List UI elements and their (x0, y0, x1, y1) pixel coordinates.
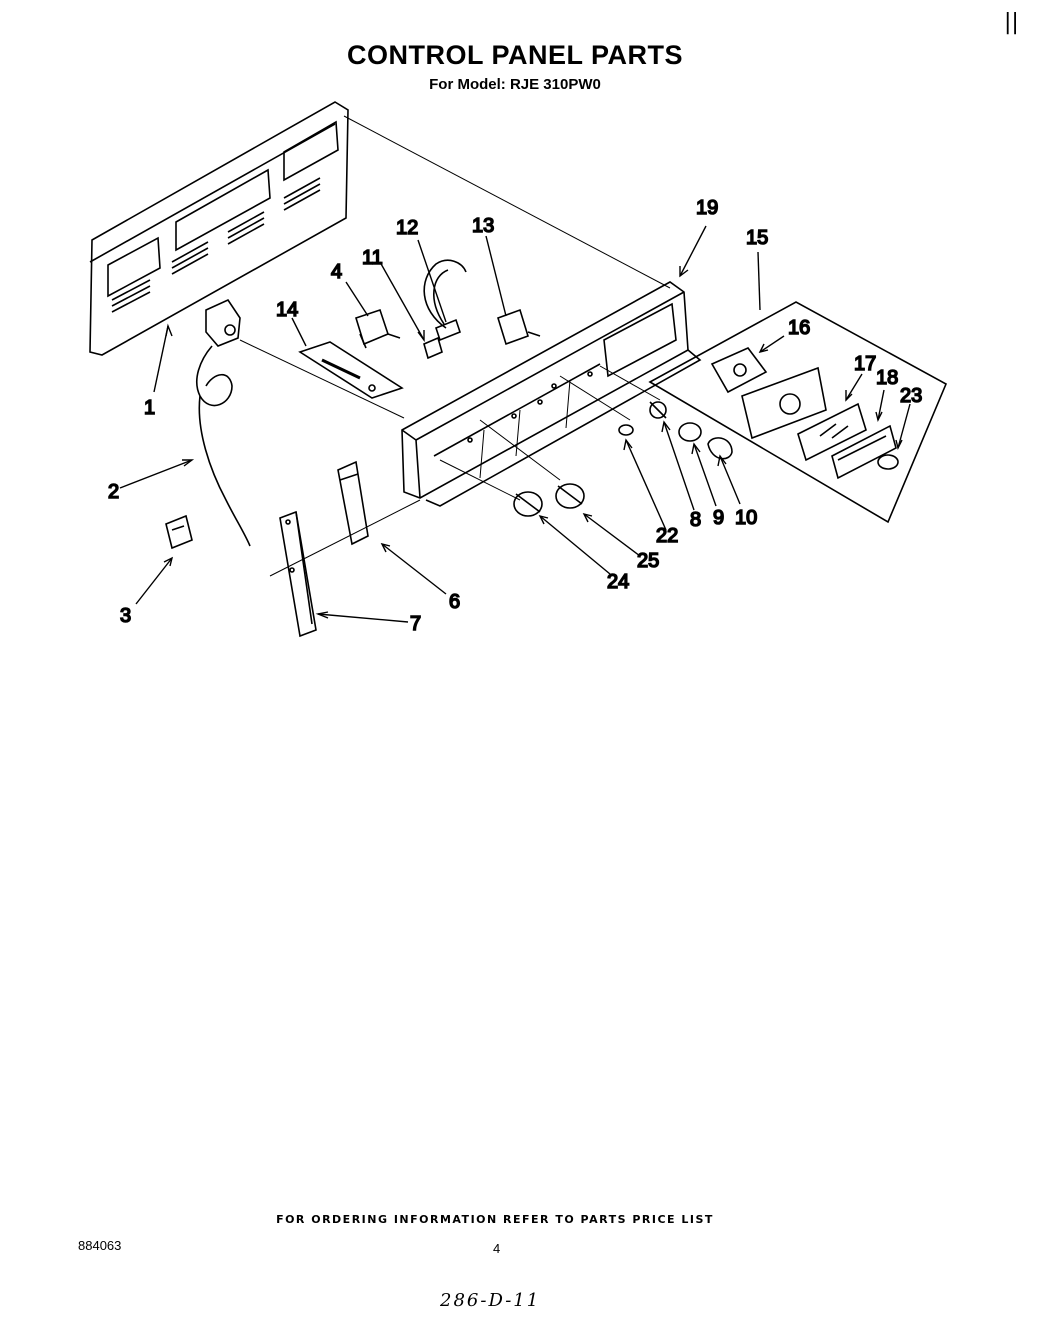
document-number: 884063 (78, 1238, 122, 1253)
callout-4: 4 (331, 261, 342, 283)
ordering-note: FOR ORDERING INFORMATION REFER TO PARTS … (276, 1213, 714, 1226)
callout-2: 2 (108, 481, 119, 503)
knob-25 (555, 483, 585, 509)
callout-6: 6 (449, 591, 460, 613)
rotary-switch (497, 308, 541, 346)
callout-3: 3 (120, 605, 131, 627)
handwritten-code: 286-D-11 (440, 1290, 541, 1311)
callout-25: 25 (637, 550, 659, 572)
assembly-outline (648, 301, 948, 524)
lamp-socket (710, 347, 768, 394)
rear-panel (89, 101, 349, 356)
switch-part (355, 308, 401, 349)
callout-8: 8 (690, 509, 701, 531)
page-number: 4 (493, 1241, 501, 1256)
callout-18: 18 (876, 367, 898, 389)
thermostat-capillary (196, 298, 251, 547)
lens-frame (741, 366, 827, 440)
knob-insert (678, 422, 702, 442)
callout-24: 24 (607, 571, 629, 593)
callout-15: 15 (746, 227, 768, 249)
terminal-part (423, 336, 443, 360)
callout-12: 12 (396, 217, 418, 239)
knob-24 (513, 491, 543, 517)
label-plate (298, 341, 404, 399)
callout-13: 13 (472, 215, 494, 237)
callout-14: 14 (276, 299, 298, 321)
control-console (401, 281, 702, 507)
page-title: CONTROL PANEL PARTS (346, 40, 684, 70)
callout-16: 16 (788, 317, 810, 339)
corner-mark: || (1004, 10, 1019, 35)
clip-part (165, 514, 193, 550)
lamp-bulb (877, 454, 899, 470)
callout-22: 22 (656, 525, 678, 547)
knob-cap (707, 437, 733, 460)
callout-1: 1 (144, 397, 155, 419)
lens-part (797, 402, 867, 462)
callout-10: 10 (735, 507, 757, 529)
callout-19: 19 (696, 197, 718, 219)
bracket-part (337, 460, 369, 546)
washer-part (618, 424, 634, 436)
callout-7: 7 (410, 613, 421, 635)
callout-17: 17 (854, 353, 876, 375)
leader-lines (119, 225, 911, 623)
callout-11: 11 (362, 247, 383, 269)
model-subtitle: For Model: RJE 310PW0 (429, 76, 601, 93)
wire-harness (423, 259, 467, 342)
assembly-guide-lines (239, 115, 671, 577)
knob-shaft (649, 401, 667, 419)
callout-23: 23 (900, 385, 922, 407)
callout-9: 9 (713, 507, 724, 529)
side-trim (279, 510, 317, 638)
bezel-part (831, 424, 897, 480)
